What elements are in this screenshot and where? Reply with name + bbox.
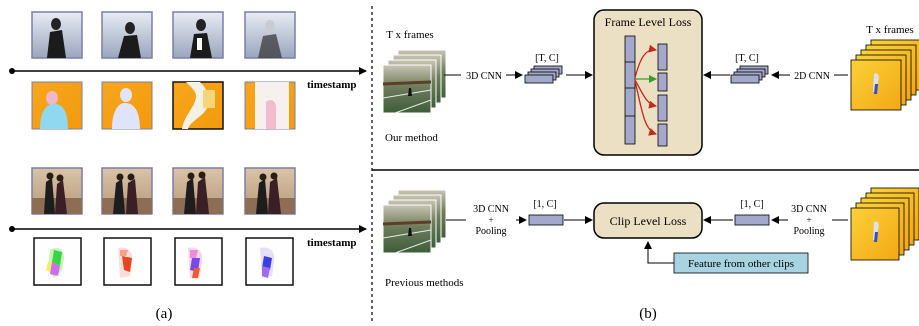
panel-a-caption: (a) — [156, 306, 173, 322]
our-method-diagram: T x frames 3D CNN [T, C] — [382, 9, 919, 156]
previous-methods-label: Previous methods — [385, 277, 464, 289]
our-feature-right-label: [T, C] — [735, 53, 759, 64]
previous-flow-frames-stack — [850, 187, 919, 261]
frame-level-loss-box: Frame Level Loss — [593, 9, 703, 156]
our-video-frames-stack — [382, 49, 447, 114]
flow-frame-1 — [31, 81, 83, 130]
panel-b: T x frames 3D CNN [T, C] — [372, 9, 919, 322]
previous-methods-diagram: 3D CNN + Pooling [1, C] Clip Level Loss … — [382, 187, 919, 289]
other-clips-arrow — [644, 241, 674, 264]
loss-arrow-red-2 — [634, 79, 657, 109]
skater-frames-row — [31, 11, 296, 59]
dancer-flow-1 — [33, 237, 82, 286]
dancer-flow-4 — [245, 237, 294, 286]
dancer-frames-row — [31, 167, 296, 215]
previous-video-frames-stack — [382, 189, 447, 254]
dancer-frame-4 — [244, 167, 296, 215]
timestamp-label-bottom: timestamp — [307, 237, 357, 249]
our-frames-label: T x frames — [386, 29, 433, 41]
prev-feature-left — [528, 214, 564, 226]
our-2dcnn-label: 2D CNN — [794, 71, 830, 82]
our-flow-frames-stack — [850, 39, 919, 111]
skater-frame-3 — [172, 11, 224, 59]
panel-a: timestamp — [9, 11, 367, 322]
skater-frame-4 — [244, 11, 296, 59]
panel-b-caption: (b) — [639, 306, 657, 322]
prev-right-cnn-plus: + — [806, 215, 811, 225]
skater-frame-2 — [101, 11, 153, 59]
our-feature-left-label: [T, C] — [535, 53, 559, 64]
prev-feature-right-label: [1, C] — [740, 199, 763, 210]
other-clips-label: Feature from other clips — [688, 258, 794, 270]
dancer-flow-2 — [103, 237, 152, 286]
other-clips-box: Feature from other clips — [673, 252, 809, 274]
our-feature-stack-left — [524, 65, 563, 84]
dancer-frame-2 — [101, 167, 153, 215]
flow-frames-row — [31, 81, 296, 130]
dancer-frame-1 — [31, 167, 83, 215]
prev-left-cnn-line2: Pooling — [475, 226, 506, 237]
clip-level-loss-box: Clip Level Loss — [593, 202, 703, 239]
prev-feature-right — [734, 214, 770, 226]
skater-frame-1 — [31, 11, 83, 59]
loss-arrow-red-1 — [634, 44, 657, 79]
prev-right-cnn-line1: 3D CNN — [791, 204, 827, 215]
loss-arrow-red-3 — [634, 80, 657, 136]
prev-right-cnn-line2: Pooling — [793, 226, 824, 237]
dancer-frame-3 — [172, 167, 224, 215]
frame-level-loss-title: Frame Level Loss — [605, 15, 692, 29]
our-feature-stack-right — [730, 65, 769, 84]
timeline-axis-bottom: timestamp — [9, 225, 367, 249]
our-right-frames-label: T x frames — [866, 24, 913, 36]
dancer-flow-row — [33, 237, 294, 286]
flow-frame-4 — [244, 81, 296, 130]
flow-frame-3 — [172, 81, 224, 130]
timeline-axis-top: timestamp — [9, 67, 367, 91]
prev-left-cnn-line1: 3D CNN — [473, 204, 509, 215]
dancer-flow-3 — [174, 237, 223, 286]
prev-feature-left-label: [1, C] — [533, 199, 556, 210]
prev-left-cnn-plus: + — [488, 215, 493, 225]
timestamp-label-top: timestamp — [307, 79, 357, 91]
our-3dcnn-label: 3D CNN — [466, 71, 502, 82]
flow-frame-2 — [101, 81, 153, 130]
our-method-label: Our method — [385, 132, 438, 144]
clip-level-loss-label: Clip Level Loss — [610, 214, 687, 228]
